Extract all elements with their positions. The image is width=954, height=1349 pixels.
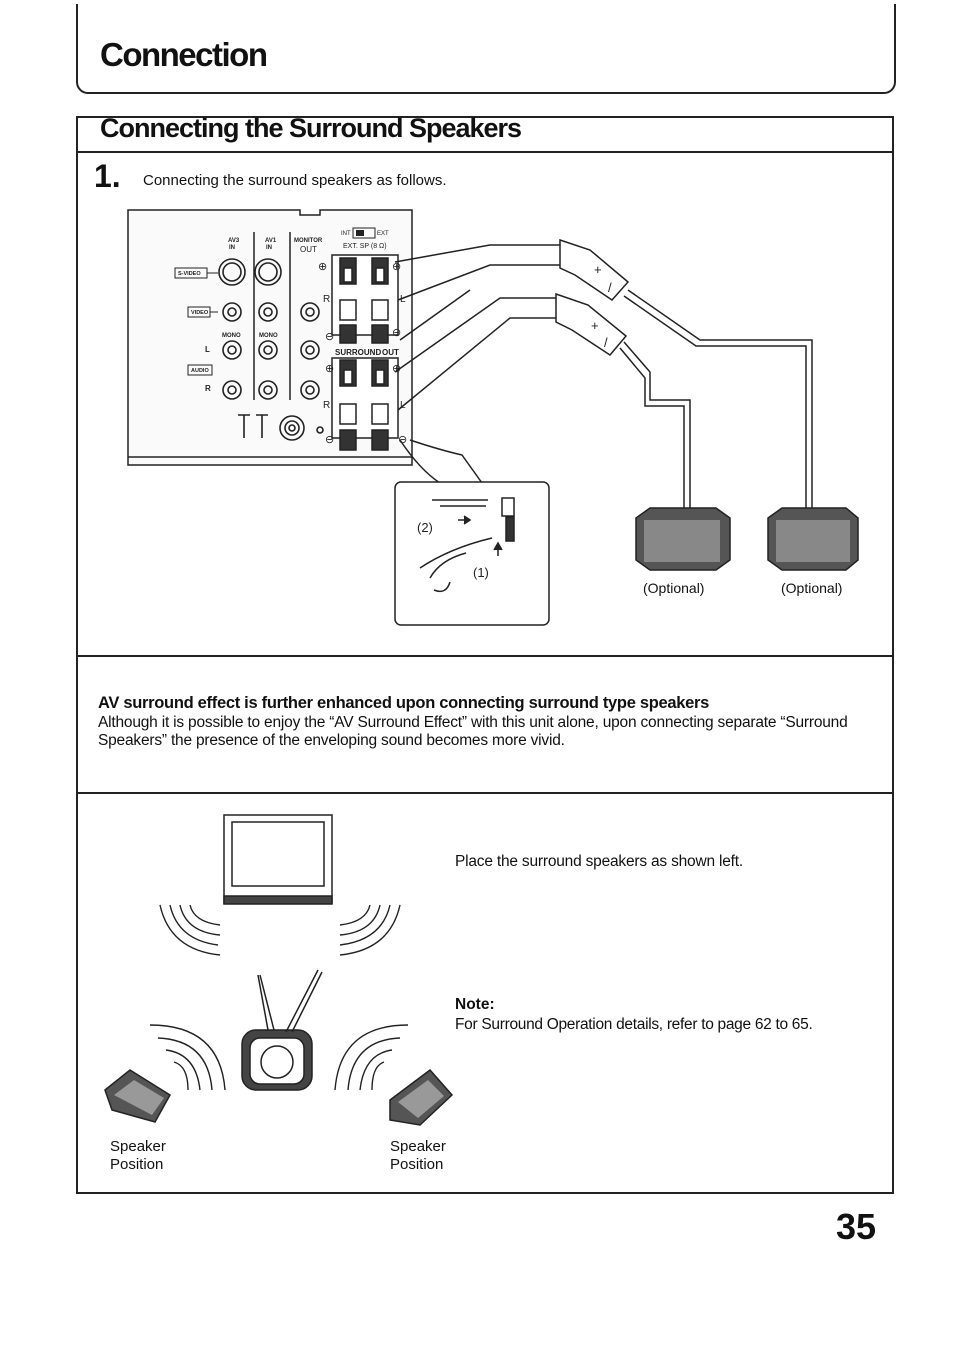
placement-instruction: Place the surround speakers as shown lef…	[455, 853, 743, 870]
svg-text:⊕: ⊕	[392, 261, 401, 273]
section-divider-2	[76, 792, 894, 794]
label-l: L	[205, 345, 210, 354]
label-r: R	[205, 384, 211, 393]
speaker-position-left-line1: Speaker	[110, 1138, 166, 1155]
tv-icon	[223, 814, 333, 905]
speaker-right-icon	[389, 1068, 454, 1126]
svg-text:⊕: ⊕	[392, 363, 401, 375]
svg-text:⊖: ⊖	[325, 331, 334, 343]
speaker-position-left: Speaker Position	[110, 1138, 190, 1174]
speaker-position-right: Speaker Position	[390, 1138, 470, 1174]
speaker-position-left-line2: Position	[110, 1156, 164, 1173]
label-video: VIDEO	[191, 310, 209, 316]
label-ext: EXT	[377, 231, 389, 237]
svg-text:⊖: ⊖	[392, 327, 401, 339]
label-surround-out: OUT	[382, 348, 399, 357]
speaker-plugs	[555, 238, 630, 356]
svg-text:+: +	[591, 318, 599, 333]
section-title-divider	[76, 151, 894, 153]
av-surround-body: Although it is possible to enjoy the “AV…	[98, 714, 848, 749]
label-svideo: S-VIDEO	[178, 271, 201, 277]
label-av3: AV3	[228, 238, 240, 244]
connection-diagram: AV3 IN AV1 IN MONITOR OUT S-VIDEO VIDEO …	[127, 209, 859, 626]
optional-speaker-right	[767, 507, 859, 571]
terminal-zoom-callout	[394, 439, 550, 626]
terminal-l-top: L	[400, 294, 406, 305]
callout-step-1: (1)	[473, 565, 489, 580]
label-av1: AV1	[265, 238, 277, 244]
section-title: Connecting the Surround Speakers	[100, 113, 522, 143]
note-heading: Note:	[455, 996, 495, 1013]
svg-text:/: /	[608, 280, 612, 295]
label-int: INT	[341, 231, 351, 237]
svg-text:⊕: ⊕	[318, 261, 327, 273]
step-instruction: Connecting the surround speakers as foll…	[143, 172, 447, 189]
svg-text:+: +	[594, 262, 602, 277]
label-mono-1: MONO	[222, 333, 241, 339]
optional-label-right: (Optional)	[781, 580, 842, 596]
svg-text:⊖: ⊖	[325, 434, 334, 446]
label-mono-2: MONO	[259, 333, 278, 339]
speaker-position-right-line1: Speaker	[390, 1138, 446, 1155]
optional-label-left: (Optional)	[643, 580, 704, 596]
svg-text:/: /	[604, 335, 608, 350]
svg-text:⊖: ⊖	[398, 434, 407, 446]
label-out: OUT	[300, 245, 317, 254]
optional-speaker-left	[635, 507, 731, 571]
callout-step-2: (2)	[417, 520, 433, 535]
speaker-left-icon	[104, 1069, 172, 1123]
label-in-1: IN	[229, 245, 235, 251]
label-ext-sp: EXT. SP (8 Ω)	[343, 243, 387, 250]
page-number: 35	[836, 1206, 877, 1247]
placement-illustration	[104, 814, 454, 1126]
step-number: 1.	[94, 158, 121, 194]
label-in-2: IN	[266, 245, 272, 251]
page-header-title: Connection	[100, 36, 268, 73]
label-audio: AUDIO	[191, 368, 209, 374]
terminal-r-bottom: R	[323, 400, 330, 411]
header-frame	[76, 4, 896, 94]
listener-figure	[241, 969, 323, 1091]
terminal-r-top: R	[323, 294, 330, 305]
note-body: For Surround Operation details, refer to…	[455, 1016, 813, 1033]
label-monitor: MONITOR	[294, 238, 323, 244]
av-surround-heading: AV surround effect is further enhanced u…	[98, 694, 710, 712]
section-divider-1	[76, 655, 894, 657]
label-surround: SURROUND	[335, 348, 381, 357]
svg-text:⊕: ⊕	[325, 363, 334, 375]
speaker-position-right-line2: Position	[390, 1156, 444, 1173]
